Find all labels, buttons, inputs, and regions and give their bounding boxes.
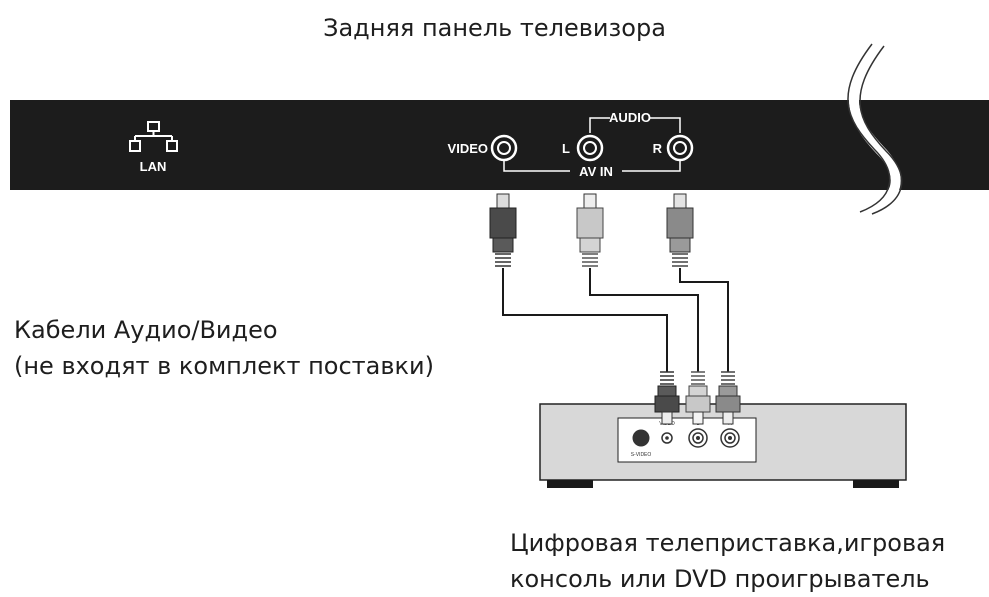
lan-label: LAN — [140, 159, 167, 174]
device-caption-line-2: консоль или DVD проигрыватель — [510, 565, 930, 593]
video-plug-bottom — [654, 371, 680, 425]
device-foot-right — [853, 480, 899, 488]
tv-audio-left-jack — [576, 134, 604, 162]
video-jack-label: VIDEO — [448, 141, 488, 156]
video-plug-top — [489, 193, 517, 267]
tv-back-panel — [10, 41, 989, 218]
device-caption-line-1: Цифровая телеприставка,игровая — [510, 529, 946, 557]
device-foot-left — [547, 480, 593, 488]
audio-right-plug-bottom — [715, 371, 741, 425]
lan-icon — [129, 121, 178, 152]
audio-group-label: AUDIO — [609, 110, 651, 125]
panel-break-line-right — [859, 45, 903, 215]
device-right-jack — [720, 428, 740, 448]
panel-break-line-left — [847, 43, 891, 213]
av-in-bracket — [503, 160, 681, 172]
audio-left-plug-bottom — [685, 371, 711, 425]
device-svideo-label: S-VIDEO — [631, 452, 652, 458]
device-caption: Цифровая телеприставка,игровая консоль и… — [510, 525, 945, 597]
audio-left-plug-top — [576, 193, 604, 267]
right-jack-label: R — [653, 141, 663, 156]
av-in-label: AV IN — [579, 164, 613, 179]
cables-caption: Кабели Аудио/Видео (не входят в комплект… — [14, 312, 434, 384]
panel-break-mask — [849, 41, 901, 218]
audio-right-plug-top — [666, 193, 694, 267]
device-left-jack — [688, 428, 708, 448]
cables-caption-line-2: (не входят в комплект поставки) — [14, 352, 434, 380]
audio-left-cable — [589, 268, 699, 372]
audio-bracket — [589, 117, 681, 133]
audio-right-cable — [679, 268, 729, 372]
video-cable — [502, 268, 668, 372]
cables-caption-line-1: Кабели Аудио/Видео — [14, 316, 278, 344]
device-svideo-jack — [632, 429, 650, 447]
av-cables — [502, 268, 729, 372]
tv-back-panel-title: Задняя панель телевизора — [323, 14, 666, 42]
left-jack-label: L — [562, 141, 570, 156]
device-video-jack — [661, 432, 673, 444]
